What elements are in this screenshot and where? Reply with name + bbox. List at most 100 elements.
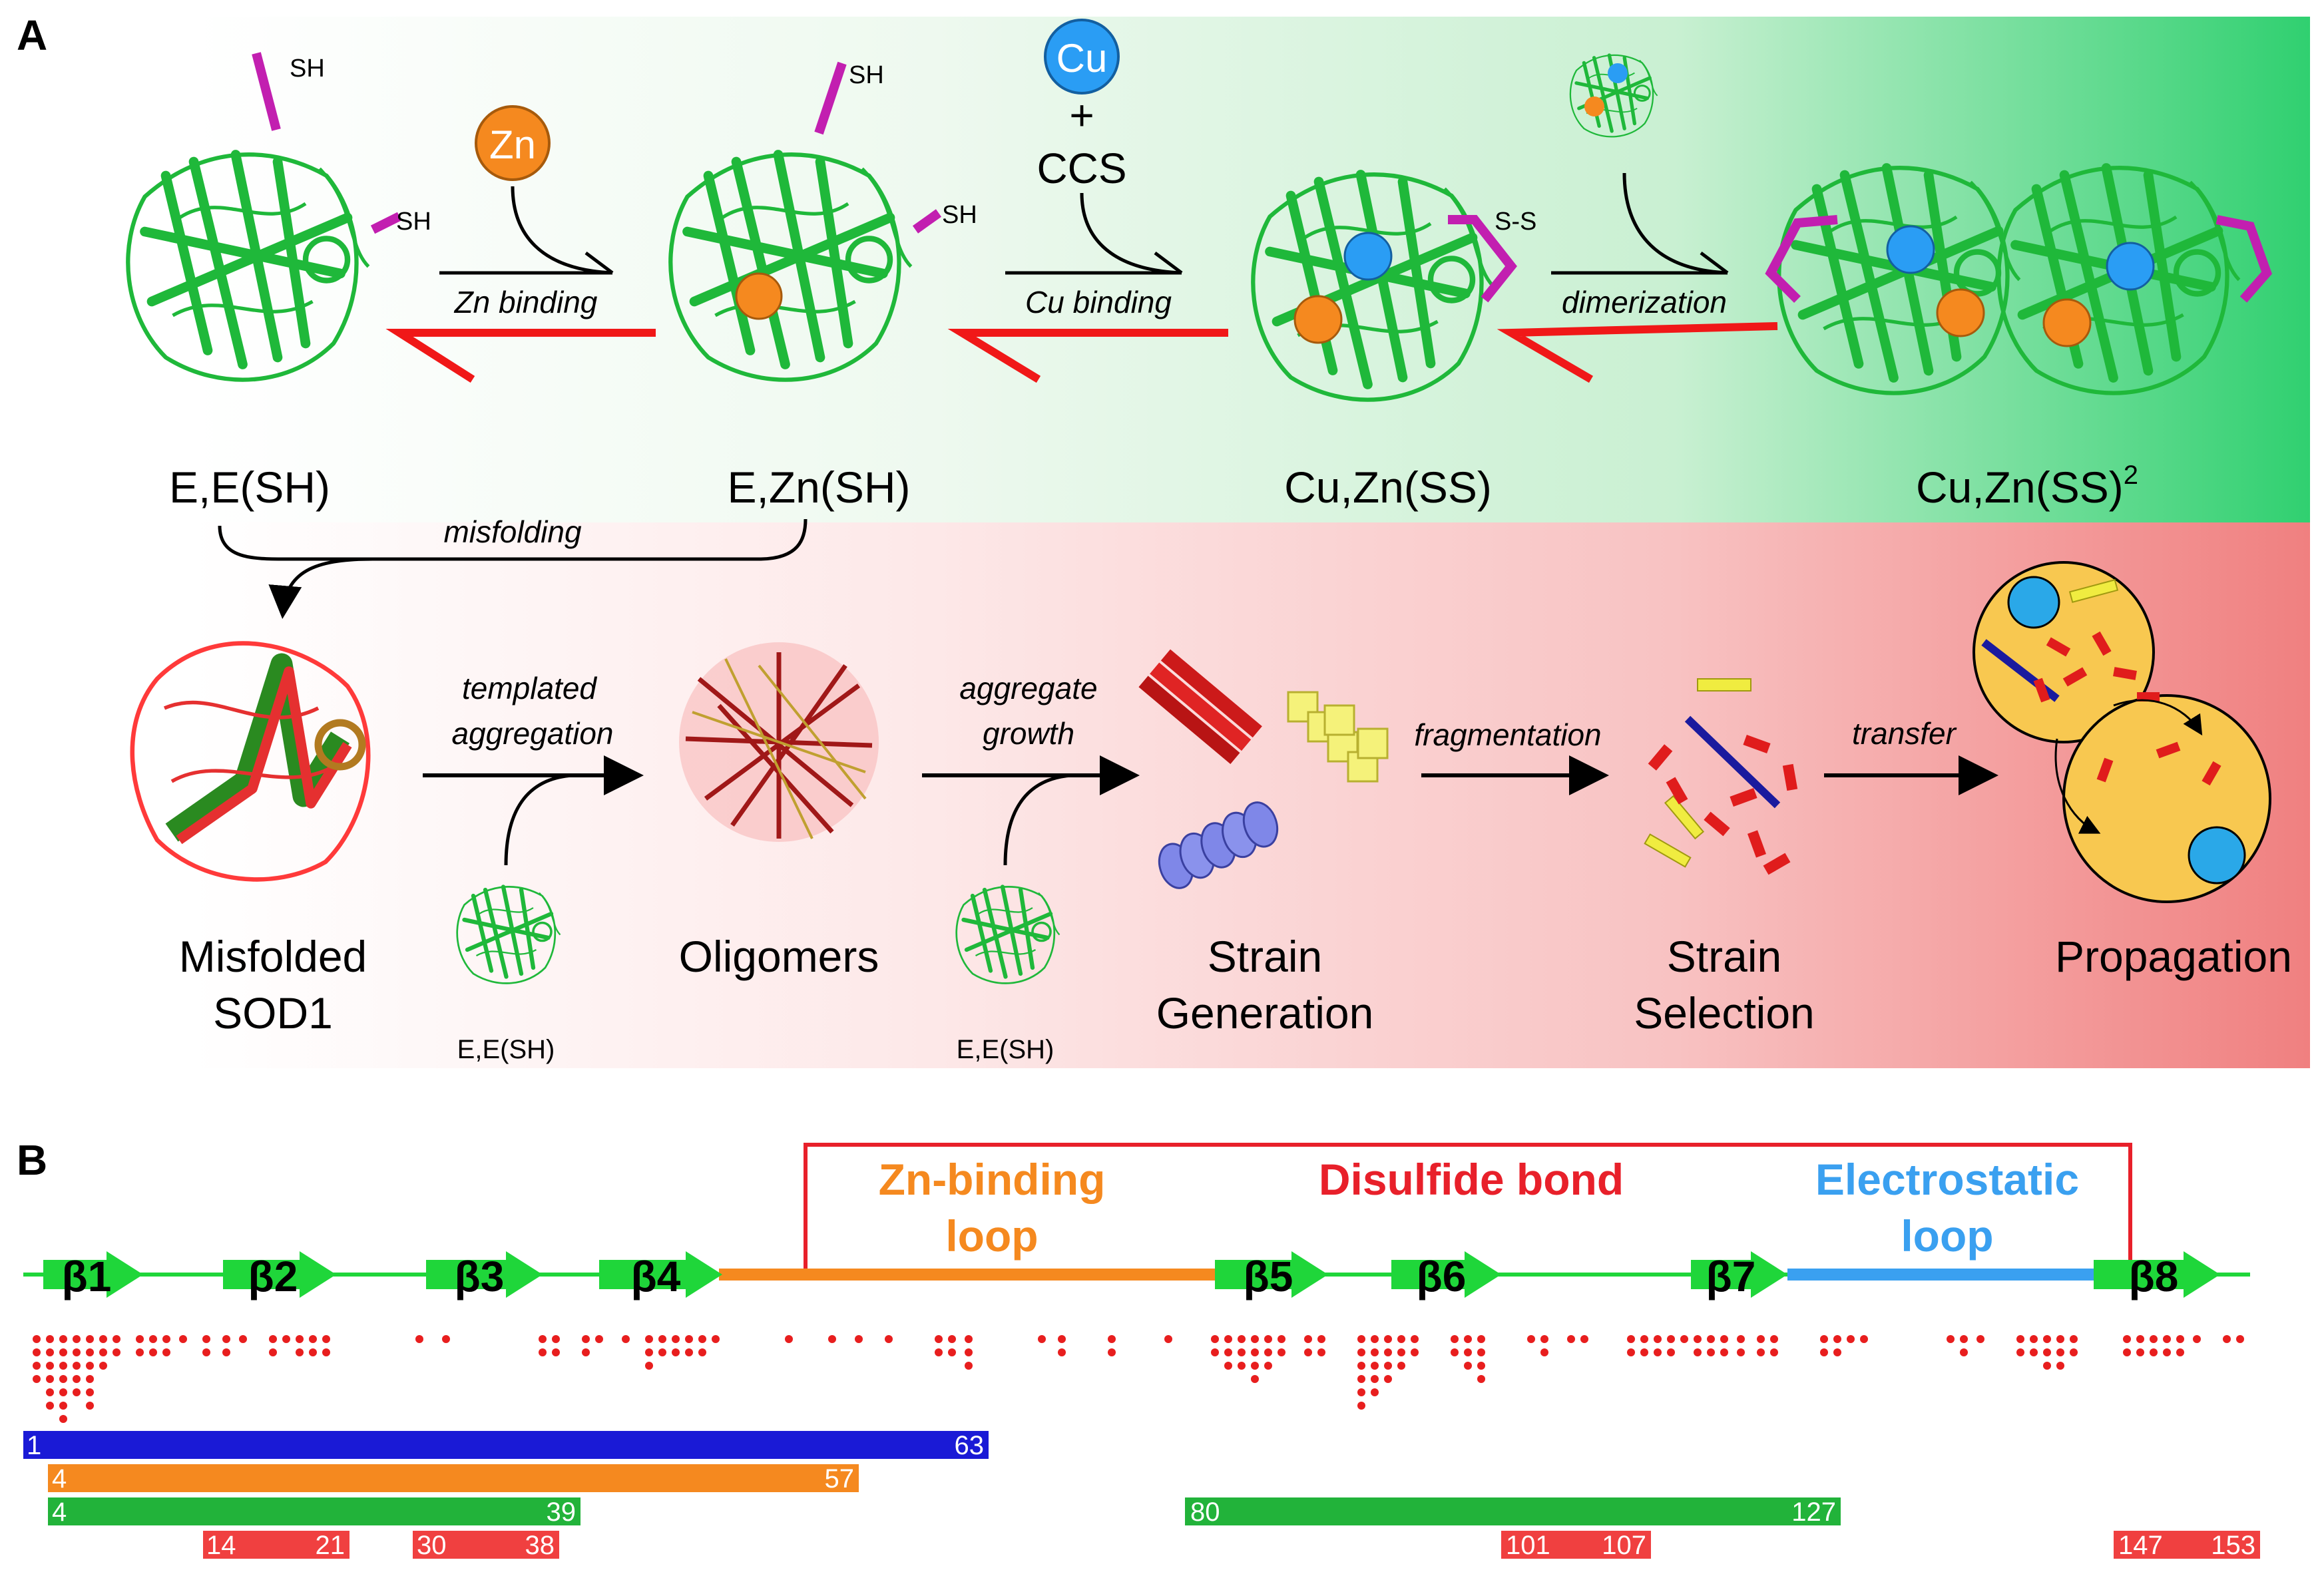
- mutation-dot: [46, 1348, 54, 1356]
- mutation-dot: [1464, 1335, 1472, 1343]
- mutation-dot: [86, 1375, 94, 1383]
- mutation-dot: [1371, 1362, 1379, 1370]
- mutation-dot: [948, 1348, 956, 1356]
- mutation-dot: [46, 1335, 54, 1343]
- thiol-group-2: [912, 209, 942, 234]
- sh-label: SH: [942, 201, 977, 229]
- sh-label: SH: [290, 55, 325, 83]
- strain-fragments-icon: [1644, 678, 1798, 875]
- dimerization-step-label: dimerization: [1562, 285, 1727, 319]
- misfolding-arrow: [268, 557, 373, 619]
- mutation-dot: [1224, 1335, 1232, 1343]
- stage-strain-generation-label-1: Strain: [1208, 932, 1322, 981]
- mutation-dot: [1770, 1335, 1778, 1343]
- mutation-dot: [2176, 1335, 2184, 1343]
- segment-end-label: 153: [2211, 1531, 2255, 1560]
- mutation-dot: [1224, 1362, 1232, 1370]
- templated-aggregation-label-2: aggregation: [452, 716, 614, 751]
- fragmentation-step-label: fragmentation: [1414, 717, 1601, 752]
- mutation-dot: [1694, 1335, 1702, 1343]
- mutation-dot: [1384, 1375, 1392, 1383]
- mutation-dot: [2163, 1348, 2171, 1356]
- mutation-dot: [1357, 1375, 1365, 1383]
- mutation-dot: [1357, 1348, 1365, 1356]
- mutation-dot: [1238, 1348, 1246, 1356]
- mutation-dot: [885, 1335, 893, 1343]
- zinc-ion-icon: [475, 105, 551, 181]
- mutation-dot: [136, 1348, 144, 1356]
- electrostatic-loop-label-1: Electrostatic: [1815, 1155, 2079, 1204]
- disulfide-label: Disulfide bond: [1319, 1155, 1624, 1204]
- mutation-dot: [1278, 1335, 1285, 1343]
- donor-cell-icon: [1973, 561, 2155, 743]
- segment-bar-4-39: 4 39: [48, 1497, 581, 1527]
- mutation-dot: [149, 1335, 157, 1343]
- mutation-dot: [1720, 1335, 1728, 1343]
- mutation-dot: [59, 1348, 67, 1356]
- mutation-dot: [33, 1362, 41, 1370]
- disulfide-bond-icon: [1448, 215, 1517, 303]
- cu-binding-arrowhead: [1154, 252, 1183, 274]
- stage-propagation-label: Propagation: [2055, 932, 2292, 981]
- stage-misfolded-label-1: Misfolded: [179, 932, 367, 981]
- mutation-dot: [296, 1335, 304, 1343]
- mutation-dot: [1654, 1335, 1662, 1343]
- cuzn-protein-structure: [1253, 174, 1493, 399]
- mutation-dot: [309, 1348, 317, 1356]
- zn-binding-reverse-arrow: [385, 329, 656, 383]
- mutation-dot: [1058, 1335, 1066, 1343]
- zinc-label: Zn: [489, 122, 536, 167]
- red-fibril-strain-icon: [1138, 649, 1262, 764]
- monomer-recruitment-arrow: [1003, 773, 1072, 866]
- mutation-dot: [672, 1348, 680, 1356]
- sh-label: SH: [849, 61, 884, 89]
- beta-strand-1: β1: [43, 1251, 143, 1300]
- plus-label: +: [1069, 91, 1094, 139]
- segment-bar-1-63: 1 63: [23, 1431, 989, 1460]
- mutation-dot: [2123, 1335, 2131, 1343]
- misfolded-sod1-structure: [130, 641, 371, 882]
- mutation-dot: [1264, 1362, 1272, 1370]
- stage-strain-generation-label-2: Generation: [1156, 988, 1374, 1038]
- mutation-dot: [59, 1402, 67, 1410]
- segment-end-label: 107: [1602, 1531, 1646, 1560]
- beta-strand-label: β6: [1417, 1253, 1467, 1300]
- mutation-dot: [1477, 1335, 1485, 1343]
- mutation-dot: [86, 1335, 94, 1343]
- dimer-subunit-1: [1779, 168, 2019, 393]
- mutation-dot: [1371, 1335, 1379, 1343]
- mutation-dot: [1411, 1335, 1419, 1343]
- thiol-group-2: [370, 212, 402, 234]
- mutation-dot: [965, 1335, 973, 1343]
- mutation-dot: [622, 1335, 630, 1343]
- mutation-dot: [149, 1348, 157, 1356]
- mutation-dot: [1264, 1335, 1272, 1343]
- templated-aggregation-label-1: templated: [462, 671, 597, 705]
- mutation-dot: [1833, 1348, 1841, 1356]
- mutation-dot: [1357, 1388, 1365, 1396]
- segment-bar-80-127: 80 127: [1185, 1497, 1841, 1527]
- panel-b-label: B: [17, 1136, 47, 1184]
- monomer-label: E,E(SH): [457, 1035, 555, 1064]
- segment-bar-147-153: 147 153: [2114, 1531, 2260, 1560]
- mutation-dot: [1384, 1362, 1392, 1370]
- transfer-step-label: transfer: [1852, 716, 1957, 751]
- mutation-dot: [1640, 1335, 1648, 1343]
- cell-transfer-arrow-2: [2113, 699, 2203, 736]
- mutation-dot: [1477, 1362, 1485, 1370]
- thiol-group-1: [814, 61, 847, 135]
- panel-a-misfolding-pathway-background: [193, 522, 2310, 1068]
- mutation-dot: [582, 1348, 590, 1356]
- mutation-dot: [322, 1335, 330, 1343]
- segment-end-label: 127: [1791, 1497, 1836, 1527]
- beta-strand-7: β7: [1691, 1251, 1787, 1300]
- mutation-dot: [1527, 1335, 1535, 1343]
- mutation-dot: [222, 1348, 230, 1356]
- thiol-group-1: [252, 52, 281, 131]
- mutation-dot: [86, 1362, 94, 1370]
- mutation-dot: [179, 1335, 187, 1343]
- mutation-dot: [1720, 1348, 1728, 1356]
- dimerization-reverse-arrow: [1497, 322, 1778, 383]
- mutation-dot: [1680, 1335, 1688, 1343]
- mutation-dot: [1238, 1335, 1246, 1343]
